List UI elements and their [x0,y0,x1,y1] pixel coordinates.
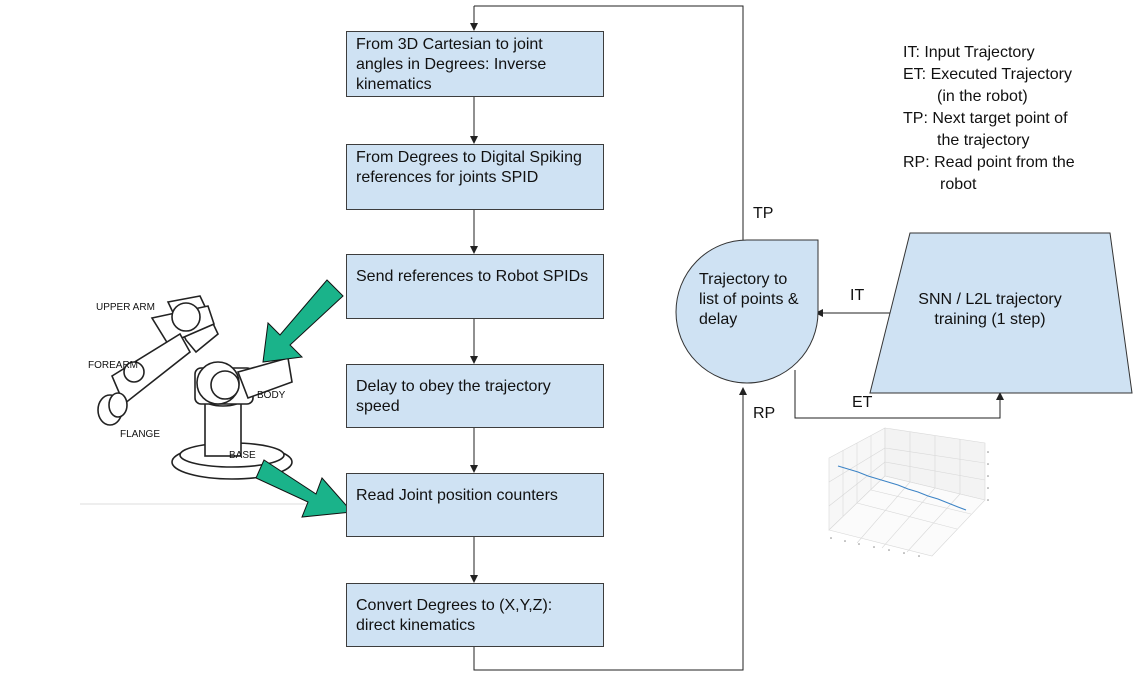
step-send-references: Send references to Robot SPIDs [346,254,604,319]
step-direct-kinematics: Convert Degrees to (X,Y,Z): direct kinem… [346,583,604,647]
robot-arm-illustration [97,295,293,480]
snn-node-label: SNN / L2L trajectory training (1 step) [918,291,1062,328]
edge-label-et: ET [852,394,873,411]
plot-tick-marks [830,451,989,557]
legend-tp: TP: Next target point of [903,110,1068,127]
trajectory-node-shape [675,239,819,384]
edge-label-it: IT [850,287,865,304]
green-arrow-read [255,459,354,518]
edge-label-rp: RP [753,405,776,422]
green-arrows [255,279,354,518]
robot-label-body: BODY [257,390,286,401]
step-read-counters: Read Joint position counters [346,473,604,537]
legend-it: IT: Input Trajectory [903,44,1035,61]
step-spiking-references: From Degrees to Digital Spiking referenc… [346,144,604,210]
trajectory-plot-thumbnail [828,427,986,557]
green-arrow-send [262,279,344,363]
legend: IT: Input Trajectory ET: Executed Trajec… [903,42,1075,196]
loop-connectors [473,5,1004,671]
robot-label-base: BASE [229,450,256,461]
legend-et-cont: (in the robot) [937,88,1028,105]
robot-label-flange: FLANGE [120,429,160,440]
legend-et: ET: Executed Trajectory [903,66,1072,83]
snn-node-shape [869,232,1133,394]
robot-part-labels: UPPER ARM FOREARM BODY FLANGE BASE [88,302,286,461]
trajectory-node-label: Trajectory to list of points & delay [699,271,799,328]
legend-rp: RP: Read point from the [903,154,1075,171]
step-inverse-kinematics: From 3D Cartesian to joint angles in Deg… [346,31,604,97]
legend-rp-cont: robot [940,176,977,193]
legend-tp-cont: the trajectory [937,132,1030,149]
edge-label-tp: TP [753,205,774,222]
robot-label-upper-arm: UPPER ARM [96,302,155,313]
robot-label-forearm: FOREARM [88,360,138,371]
step-delay: Delay to obey the trajectory speed [346,364,604,428]
